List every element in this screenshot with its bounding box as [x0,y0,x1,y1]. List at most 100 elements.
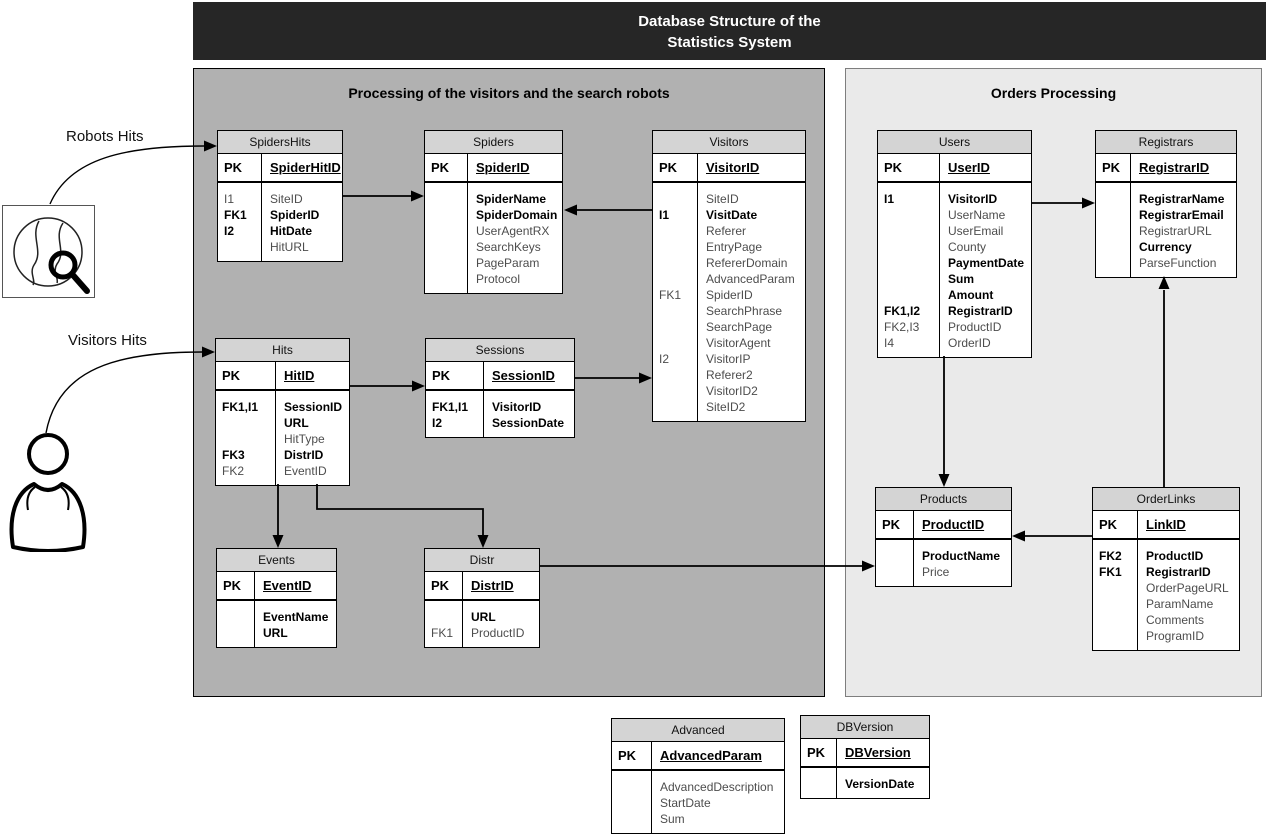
pk-field: LinkID [1146,517,1186,532]
table-title: Sessions [426,339,574,362]
key-cell [612,779,651,795]
field-cell: SearchPage [706,320,773,334]
key-cell: FK1 [659,288,682,302]
key-cell: I2 [659,352,670,366]
field-cell: AdvancedDescription [660,780,774,794]
field-cell: SearchKeys [476,240,541,254]
key-cell: I1 [224,192,235,206]
field-cell: Sum [660,812,685,826]
field-cell: OrderID [948,336,991,350]
key-cell [878,287,939,303]
diagram-title-line2: Statistics System [667,34,792,51]
key-cell [1096,255,1130,271]
key-cell [216,415,275,431]
table-title: Visitors [653,131,805,154]
field-cell: ParamName [1146,597,1214,611]
table-title: DBVersion [801,716,929,739]
field-cell: County [948,240,987,254]
key-cell [653,239,697,255]
key-cell: I1 [884,192,895,206]
diagram-title-bar: Database Structure of the Statistics Sys… [193,2,1266,60]
pk-label: PK [612,742,652,769]
table-title: SpidersHits [218,131,342,154]
key-cell [425,239,467,255]
field-cell: RegistrarName [1139,192,1225,206]
visitors-panel-title: Processing of the visitors and the searc… [348,85,670,101]
key-cell: FK1 [431,626,454,640]
key-cell [653,223,697,239]
field-cell: SiteID2 [706,400,746,414]
key-cell [878,239,939,255]
table-title: Products [876,488,1011,511]
field-cell: StartDate [660,796,711,810]
key-cell [653,191,697,207]
key-cell [1096,207,1130,223]
diagram-title-line1: Database Structure of the [638,13,821,30]
pk-label: PK [426,362,484,389]
field-cell: Sum [948,272,975,286]
field-cell: RegistrarURL [1139,224,1212,238]
pk-label: PK [425,154,468,181]
pk-field: SpiderID [476,160,530,175]
field-cell: HitURL [270,240,309,254]
field-cell: EntryPage [706,240,763,254]
pk-field: DistrID [471,578,514,593]
field-cell: HitType [284,432,325,446]
field-cell: URL [471,610,496,624]
field-cell: EventName [263,610,329,624]
key-cell: FK1,I1 [222,400,259,414]
field-cell: OrderPageURL [1146,581,1229,595]
field-cell: VisitorIP [706,352,751,366]
pk-row: PK DBVersion [801,739,929,768]
field-cell: Price [922,565,950,579]
pk-field: DBVersion [845,745,911,760]
robots-hits-label: Robots Hits [66,128,144,145]
orders-panel-title: Orders Processing [990,85,1117,101]
key-cell [653,303,697,319]
globe-search-icon [2,205,95,298]
key-cell [1096,191,1130,207]
pk-label: PK [1093,511,1138,538]
visitors-hits-label: Visitors Hits [68,332,147,349]
key-cell [653,335,697,351]
key-cell [425,207,467,223]
pk-label: PK [876,511,914,538]
field-cell: Referer [706,224,747,238]
key-cell [653,271,697,287]
key-cell [653,255,697,271]
field-cell: SearchPhrase [706,304,783,318]
pk-label: PK [217,572,255,599]
pk-field: RegistrarID [1139,160,1210,175]
pk-field: ProductID [922,517,985,532]
field-cell: RegistrarID [948,304,1013,318]
key-cell: I1 [659,208,670,222]
field-cell: Amount [948,288,994,302]
field-cell: SiteID [706,192,739,206]
key-cell: FK1 [224,208,247,222]
key-cell [878,271,939,287]
pk-label: PK [801,739,837,766]
key-cell [876,548,913,564]
key-cell [1096,239,1130,255]
table-title: Hits [216,339,349,362]
pk-label: PK [218,154,262,181]
pk-label: PK [1096,154,1131,181]
key-cell: I2 [432,416,443,430]
field-cell: SpiderName [476,192,547,206]
field-cell: SiteID [270,192,303,206]
field-cell: DistrID [284,448,324,462]
